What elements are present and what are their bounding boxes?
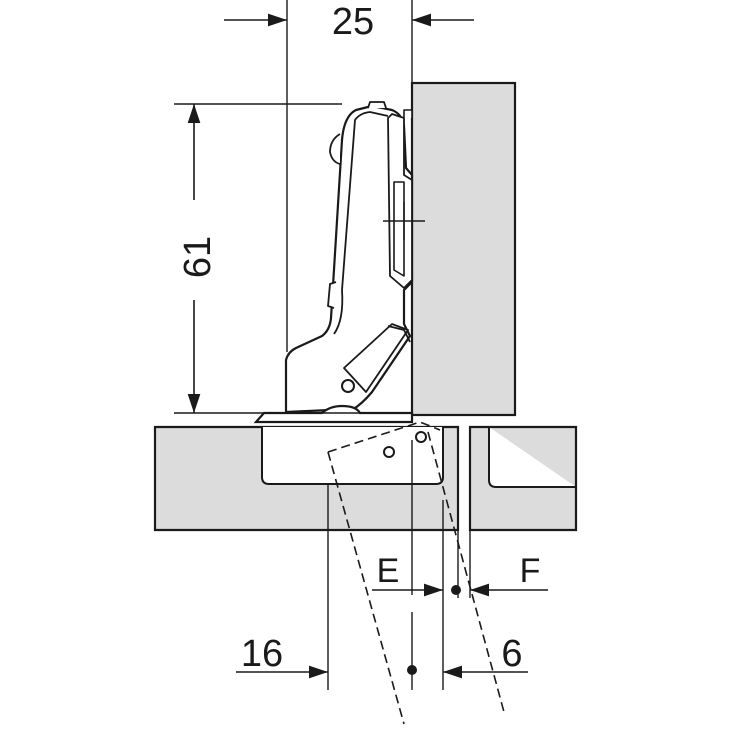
- door-swing-outline: [327, 421, 505, 725]
- center-line-marks: [383, 202, 425, 240]
- dimension-height-label: 61: [177, 236, 219, 278]
- hinge-cup-flange: [253, 404, 414, 424]
- dimension-arrows: [187, 13, 548, 679]
- reference-dot-f: [451, 585, 461, 595]
- dimension-width-label: 25: [332, 1, 374, 43]
- reference-dot-bottom: [407, 665, 417, 675]
- side-panel: [410, 81, 517, 417]
- extension-lines: [174, 0, 471, 690]
- cup-screw-hole-left: [383, 446, 395, 458]
- dimension-f-label: F: [520, 552, 541, 590]
- dimension-offset-left-label: 16: [241, 633, 283, 675]
- dimension-offset-right-label: 6: [501, 633, 522, 675]
- cup-screw-hole-right: [415, 431, 427, 443]
- dimension-e-label: E: [377, 552, 400, 590]
- hinge-arm: [284, 101, 414, 414]
- door-panel-right-edge: [488, 427, 576, 488]
- cup-recess: [261, 427, 444, 485]
